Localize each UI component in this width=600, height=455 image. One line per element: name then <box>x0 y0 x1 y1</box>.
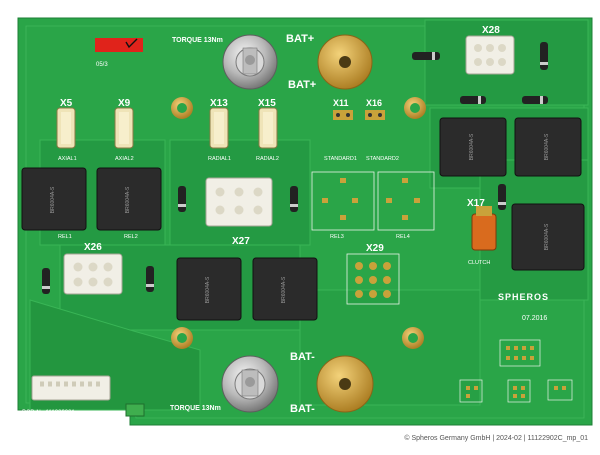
pcb-number: PCB-Nr. 111229021 <box>22 410 75 416</box>
diode <box>42 268 50 294</box>
svg-text:BR6004A-S: BR6004A-S <box>281 276 287 303</box>
fuse-holder-x9 <box>114 107 134 149</box>
bat-minus-label-top: BAT- <box>290 351 315 363</box>
header-x8 <box>499 339 541 367</box>
header-x10 <box>459 379 483 403</box>
label-axial1: AXIAL1 <box>58 156 77 162</box>
label-clutch: CLUTCH <box>468 260 490 266</box>
terminal-block-x1 <box>125 403 145 417</box>
connector-bottom-left <box>31 375 111 401</box>
label-x26: X26 <box>84 242 102 253</box>
bat-minus-label-bottom: BAT- <box>290 403 315 415</box>
label-x5: X5 <box>60 98 73 109</box>
label-x28: X28 <box>482 25 500 36</box>
relay-rel4-footprint <box>377 171 435 231</box>
relay-rel2: BR6004A-S <box>96 167 162 231</box>
diode <box>460 96 486 104</box>
mounting-hole <box>402 327 424 349</box>
label-x9: X9 <box>118 98 131 109</box>
diode <box>146 266 154 292</box>
bat-plus-label-top: BAT+ <box>286 33 314 45</box>
relay-top-right-a: BR6004A-S <box>439 117 507 177</box>
diode <box>290 186 298 212</box>
label-x13: X13 <box>210 98 228 109</box>
label-x11: X11 <box>333 98 349 108</box>
relay-top-right-b: BR6004A-S <box>514 117 582 177</box>
mounting-hole <box>171 327 193 349</box>
diode <box>178 186 186 212</box>
relay-clutch: BR6004A-S <box>511 203 585 271</box>
connector-x26 <box>63 253 123 295</box>
label-x16: X16 <box>366 98 382 108</box>
svg-text:BR6004A-S: BR6004A-S <box>125 186 131 213</box>
jumper-header-x16 <box>365 110 385 120</box>
bat-plus-label-bottom: BAT+ <box>288 79 316 91</box>
date-code: 07.2016 <box>522 315 547 322</box>
svg-text:BR6004A-S: BR6004A-S <box>469 133 475 160</box>
label-x15: X15 <box>258 98 276 109</box>
svg-text:BR6004A-S: BR6004A-S <box>544 223 550 250</box>
fuse-holder-x15 <box>258 107 278 149</box>
relay-rel3-footprint <box>311 171 375 231</box>
diode <box>498 184 506 210</box>
label-radial2: RADIAL2 <box>256 156 279 162</box>
connector-x29-footprint <box>346 253 400 305</box>
connector-radial <box>205 177 273 227</box>
label-rel2: REL2 <box>124 234 138 240</box>
label-rel1: REL1 <box>58 234 72 240</box>
battery-plus-bolt <box>222 34 278 90</box>
fuse-x17 <box>471 206 497 251</box>
label-x27: X27 <box>232 236 250 247</box>
svg-text:BR6004A-S: BR6004A-S <box>50 186 56 213</box>
header-x4 <box>547 379 573 401</box>
label-rel3: REL3 <box>330 234 344 240</box>
fuse-holder-x13 <box>209 107 229 149</box>
mounting-hole <box>171 97 193 119</box>
diode <box>540 42 548 70</box>
jumper-header-x11 <box>333 110 353 120</box>
label-radial1: RADIAL1 <box>208 156 231 162</box>
mounting-hole <box>404 97 426 119</box>
label-standard1: STANDARD1 <box>324 156 357 162</box>
label-x29: X29 <box>366 243 384 254</box>
relay-rel1: BR6004A-S <box>21 167 87 231</box>
label-standard2: STANDARD2 <box>366 156 399 162</box>
connector-x28 <box>465 35 515 75</box>
diode <box>522 96 548 104</box>
battery-plus-pad <box>317 34 373 90</box>
battery-minus-pad <box>316 355 374 413</box>
battery-minus-bolt <box>221 355 279 413</box>
svg-text:BR6004A-S: BR6004A-S <box>205 276 211 303</box>
torque-label-top: TORQUE 13Nm <box>172 37 223 44</box>
label-x17: X17 <box>467 198 485 209</box>
relay-center-right: BR6004A-S <box>252 257 318 321</box>
lot-code: 05/3 <box>96 62 108 68</box>
fuse-holder-x5 <box>56 107 76 149</box>
torque-label-bottom: TORQUE 13Nm <box>170 405 221 412</box>
diode <box>412 52 440 60</box>
label-axial2: AXIAL2 <box>115 156 134 162</box>
svg-text:BR6004A-S: BR6004A-S <box>544 133 550 160</box>
copyright-caption: © Spheros Germany GmbH | 2024-02 | 11122… <box>404 435 588 442</box>
label-rel4: REL4 <box>396 234 410 240</box>
relay-center-left: BR6004A-S <box>176 257 242 321</box>
header-x7 <box>507 379 531 403</box>
brand-label: SPHEROS <box>498 292 549 302</box>
inspection-sticker <box>95 38 143 52</box>
